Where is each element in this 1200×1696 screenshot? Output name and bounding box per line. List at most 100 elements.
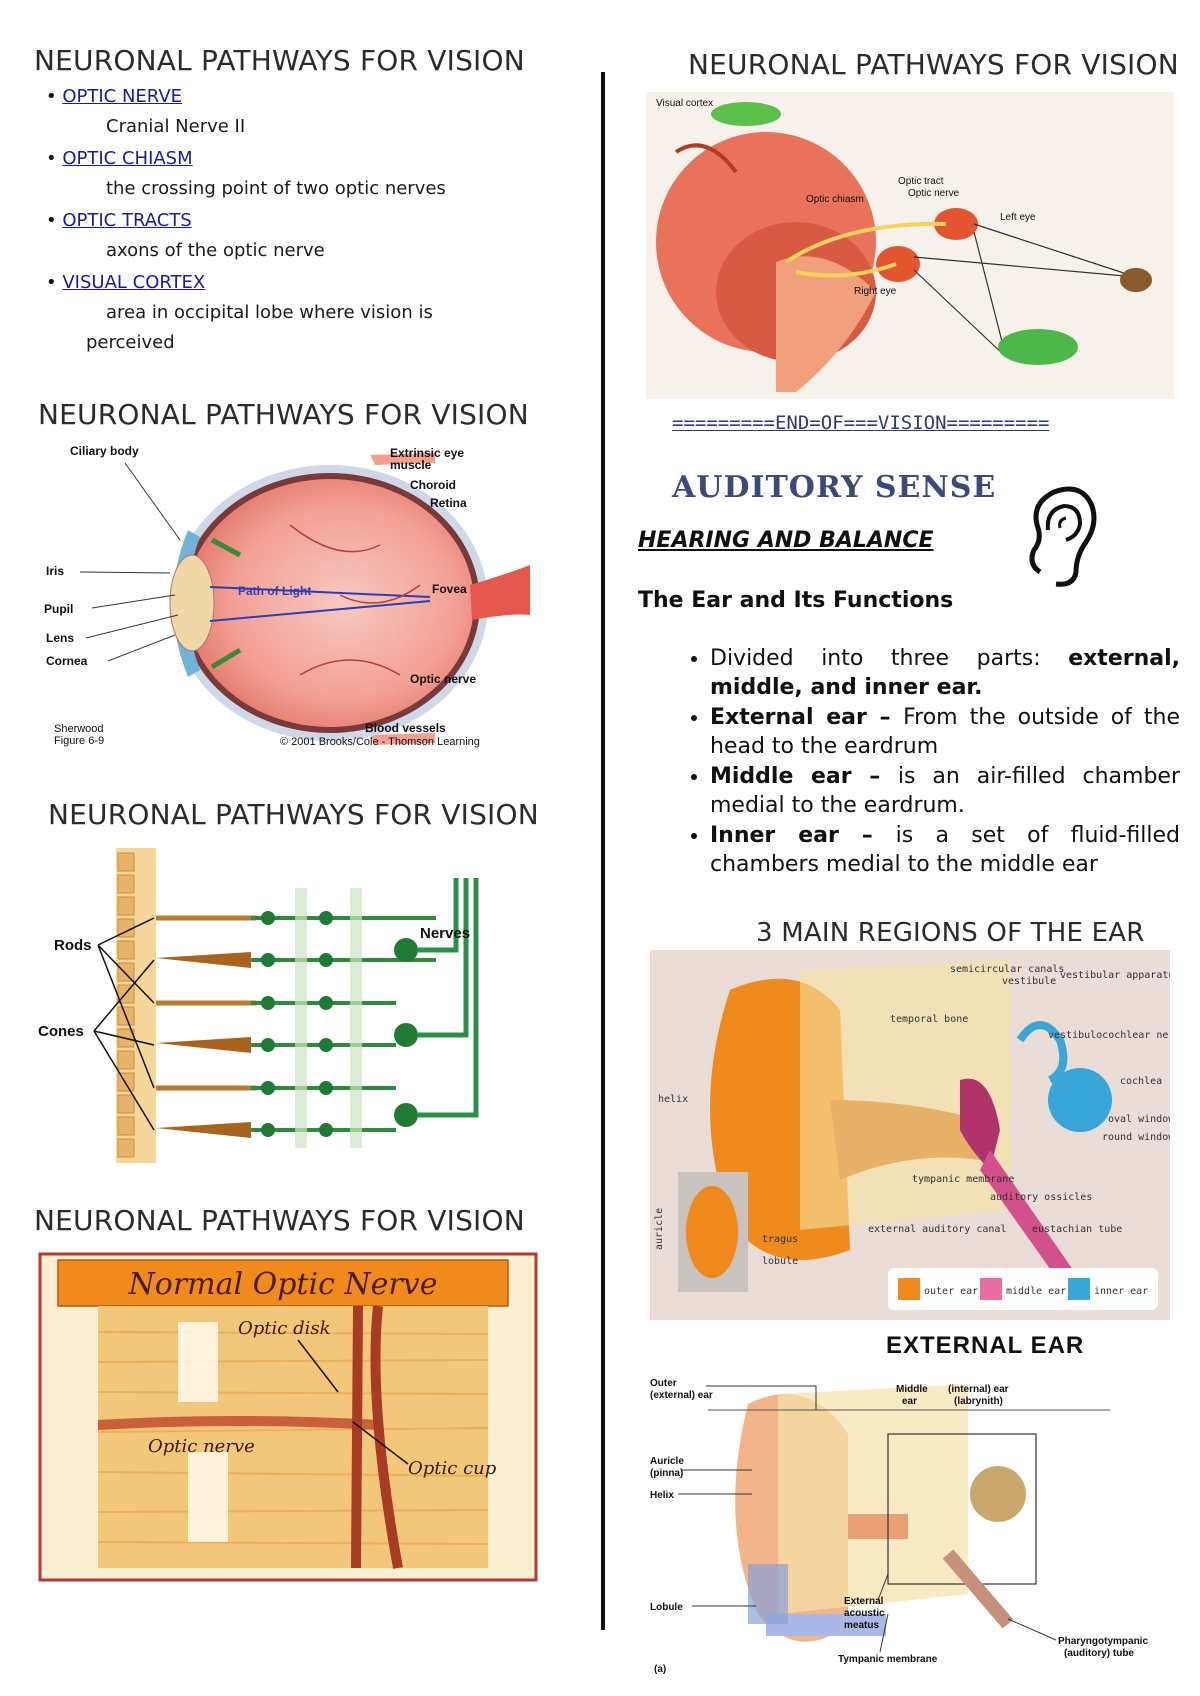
svg-text:semicircular canals: semicircular canals [950, 964, 1064, 975]
svg-text:Optic chiasm: Optic chiasm [806, 194, 864, 205]
svg-text:Choroid: Choroid [410, 478, 456, 492]
svg-text:Blood vessels: Blood vessels [365, 721, 446, 735]
svg-text:auricle: auricle [654, 1208, 665, 1250]
rods-label: Rods [54, 937, 92, 954]
definition: axons of the optic nerve [106, 240, 325, 261]
svg-text:Pharyngotympanic: Pharyngotympanic [1058, 1636, 1148, 1647]
svg-text:Pupil: Pupil [44, 602, 73, 616]
optic-nerve-label: Optic nerve [148, 1436, 255, 1457]
column-divider [601, 72, 605, 1630]
slide2-title: NEURONAL PATHWAYS FOR VISION [38, 398, 529, 431]
svg-text:inner ear: inner ear [1094, 1286, 1148, 1297]
visual-cortex-link[interactable]: VISUAL CORTEX [62, 272, 206, 293]
svg-text:middle ear: middle ear [1006, 1286, 1066, 1297]
svg-text:Retina: Retina [430, 496, 467, 510]
list-item: Divided into three parts: external, midd… [710, 644, 1180, 702]
slide5-title: NEURONAL PATHWAYS FOR VISION [688, 48, 1179, 81]
svg-text:eustachian tube: eustachian tube [1032, 1224, 1122, 1235]
external-ear-title: EXTERNAL EAR [886, 1332, 1085, 1359]
svg-text:Left eye: Left eye [1000, 212, 1036, 223]
visual-cortex-label: Visual cortex [656, 98, 713, 109]
svg-text:tragus: tragus [762, 1234, 798, 1245]
slide3-title: NEURONAL PATHWAYS FOR VISION [48, 798, 539, 831]
svg-text:Right eye: Right eye [854, 286, 897, 297]
ear-parts-list: Divided into three parts: external, midd… [666, 644, 1180, 880]
svg-text:acoustic: acoustic [844, 1608, 885, 1619]
optic-cup-label: Optic cup [408, 1458, 497, 1479]
list-item: • VISUAL CORTEX [46, 272, 206, 293]
svg-text:Outer: Outer [650, 1378, 677, 1389]
optic-chiasm-link[interactable]: OPTIC CHIASM [62, 148, 193, 169]
svg-text:(pinna): (pinna) [650, 1468, 683, 1479]
cones-label: Cones [38, 1023, 84, 1040]
svg-text:External: External [844, 1596, 884, 1607]
svg-text:Iris: Iris [46, 564, 64, 578]
svg-text:Fovea: Fovea [432, 582, 467, 596]
list-item: External ear – From the outside of the h… [710, 703, 1180, 761]
external-ear-diagram: Outer (external) ear Middle ear (interna… [648, 1364, 1168, 1676]
svg-text:(a): (a) [654, 1664, 666, 1675]
svg-text:Lobule: Lobule [650, 1602, 683, 1613]
svg-text:vestibular apparatus: vestibular apparatus [1060, 970, 1170, 981]
optic-tracts-link[interactable]: OPTIC TRACTS [62, 210, 192, 231]
svg-text:© 2001 Brooks/Cole - Thomson L: © 2001 Brooks/Cole - Thomson Learning [280, 736, 480, 748]
svg-text:Middle: Middle [896, 1384, 928, 1395]
svg-text:Helix: Helix [650, 1490, 674, 1501]
end-of-vision-line: =========END=OF===VISION========= [672, 412, 1050, 434]
svg-text:(external) ear: (external) ear [650, 1390, 713, 1401]
list-item: • OPTIC TRACTS [46, 210, 192, 231]
svg-text:temporal bone: temporal bone [890, 1014, 968, 1025]
svg-text:Ciliary body: Ciliary body [70, 445, 139, 458]
optic-nerve-link[interactable]: OPTIC NERVE [62, 86, 183, 107]
svg-text:(internal) ear: (internal) ear [948, 1384, 1009, 1395]
svg-text:external auditory canal: external auditory canal [868, 1224, 1006, 1235]
svg-text:outer ear: outer ear [924, 1286, 978, 1297]
definition: the crossing point of two optic nerves [106, 178, 446, 199]
svg-text:Cornea: Cornea [46, 654, 88, 668]
brain-visual-pathway-diagram: Visual cortex Optic tract Optic nerve Op… [646, 92, 1174, 399]
svg-text:ear: ear [902, 1396, 917, 1407]
auditory-sense-title: AUDITORY SENSE [672, 470, 997, 505]
svg-text:muscle: muscle [390, 458, 432, 472]
list-item: Inner ear – is a set of fluid-filled cha… [710, 821, 1180, 879]
svg-text:(labrynith): (labrynith) [954, 1396, 1003, 1407]
svg-text:lobule: lobule [762, 1256, 798, 1267]
svg-text:Optic nerve: Optic nerve [410, 672, 476, 686]
svg-text:Sherwood: Sherwood [54, 723, 104, 735]
svg-text:auditory ossicles: auditory ossicles [990, 1192, 1092, 1203]
svg-text:Figure 6-9: Figure 6-9 [54, 735, 104, 747]
eye-labels: Ciliary body Extrinsic eye muscle Choroi… [44, 445, 480, 748]
slide4-title: NEURONAL PATHWAYS FOR VISION [34, 1204, 525, 1237]
list-item: • OPTIC CHIASM [46, 148, 193, 169]
svg-text:Lens: Lens [46, 631, 74, 645]
svg-text:round window: round window [1102, 1132, 1170, 1143]
svg-text:meatus: meatus [844, 1620, 879, 1631]
list-item: Middle ear – is an air-filled chamber me… [710, 762, 1180, 820]
svg-text:Auricle: Auricle [650, 1456, 684, 1467]
svg-text:Tympanic membrane: Tympanic membrane [838, 1654, 938, 1665]
svg-text:vestibule: vestibule [1002, 976, 1056, 987]
ear-functions-heading: The Ear and Its Functions [638, 588, 954, 613]
nerves-label: Nerves [420, 925, 470, 942]
rods-cones-diagram: Nerves Rods Cones [38, 848, 479, 1163]
ear-regions-diagram: semicircular canals vestibule vestibular… [650, 950, 1170, 1320]
definition: area in occipital lobe where vision is [106, 302, 433, 323]
svg-text:(auditory) tube: (auditory) tube [1064, 1648, 1134, 1659]
svg-text:cochlea: cochlea [1120, 1076, 1162, 1087]
slide1-list: • OPTIC NERVE Cranial Nerve II • OPTIC C… [46, 86, 566, 353]
ear-icon [1029, 486, 1097, 587]
definition: Cranial Nerve II [106, 116, 246, 137]
slide1-title: NEURONAL PATHWAYS FOR VISION [34, 44, 525, 77]
svg-text:Optic tract: Optic tract [898, 176, 944, 187]
svg-text:vestibulocochlear nerve: vestibulocochlear nerve [1048, 1030, 1170, 1041]
list-item: • OPTIC NERVE [46, 86, 183, 107]
svg-text:Path of Light: Path of Light [238, 584, 311, 598]
optic-nerve-banner: Normal Optic Nerve [128, 1267, 438, 1302]
definition-continued: perceived [86, 332, 175, 353]
optic-disk-label: Optic disk [238, 1318, 331, 1339]
hearing-balance-heading: HEARING AND BALANCE [638, 528, 934, 553]
svg-text:helix: helix [658, 1094, 688, 1105]
svg-text:Extrinsic eye: Extrinsic eye [390, 446, 464, 460]
svg-text:oval window: oval window [1108, 1114, 1170, 1125]
svg-text:Optic nerve: Optic nerve [908, 188, 960, 199]
